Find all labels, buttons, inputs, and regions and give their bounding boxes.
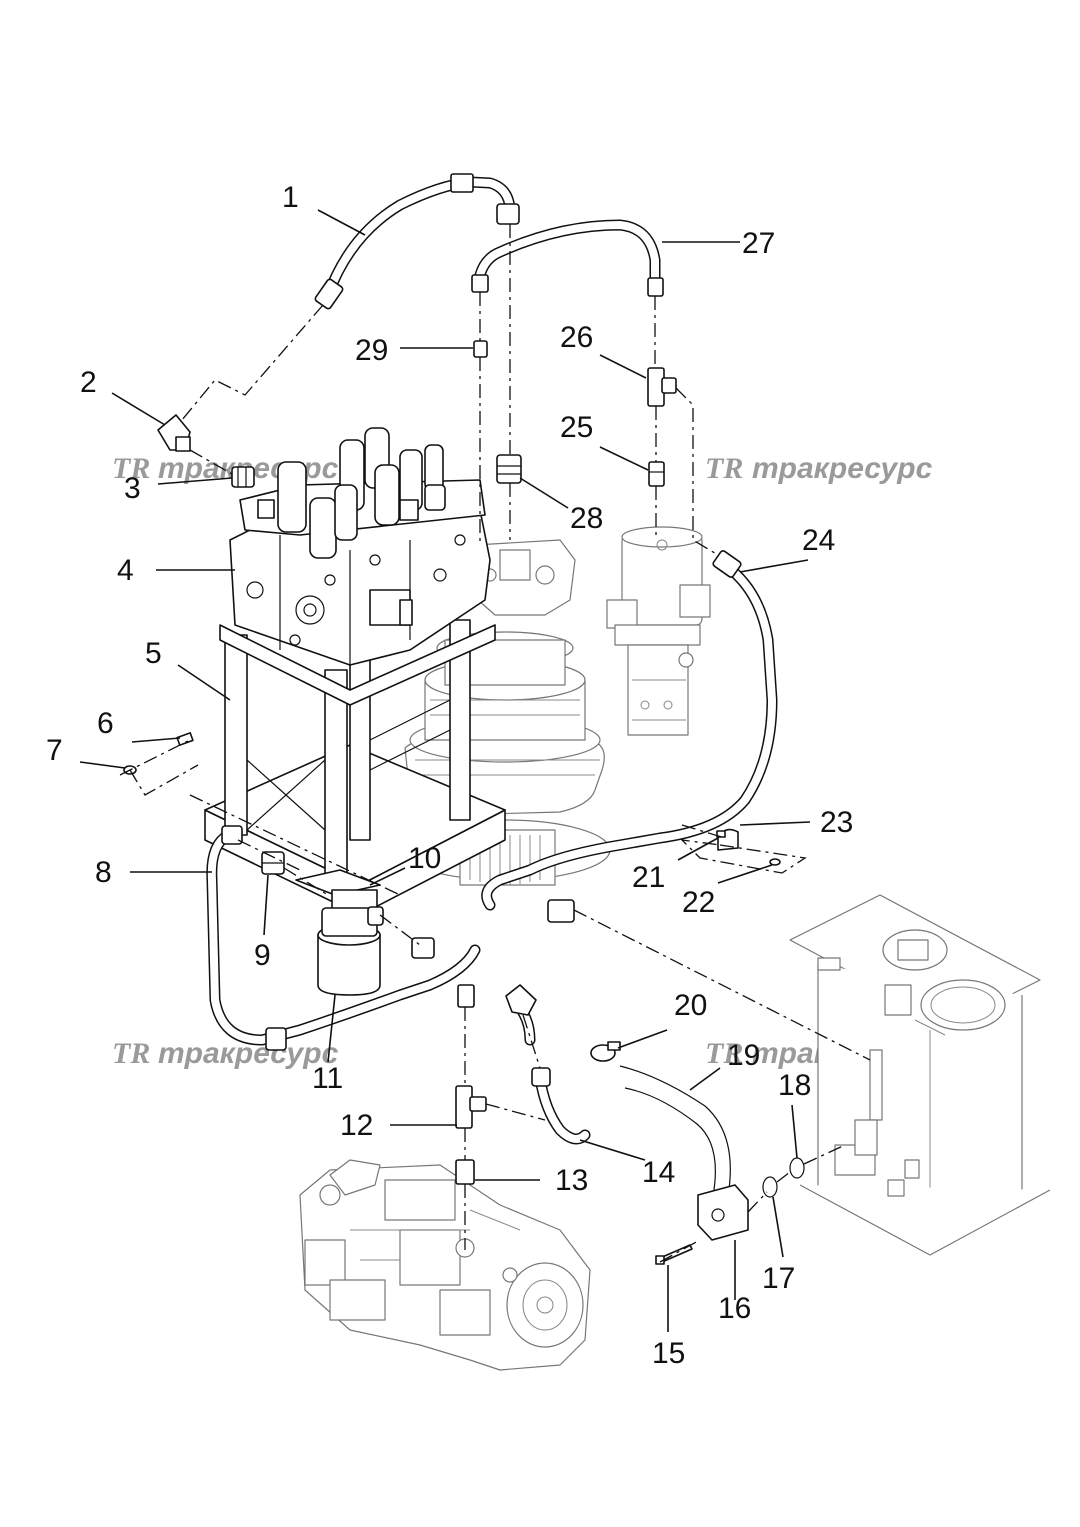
callout-16: 16 [718,1292,751,1325]
callout-17: 17 [762,1262,795,1295]
flange-16 [697,1184,749,1241]
o-ring-18 [789,1157,805,1179]
tee-26 [647,367,677,407]
tee-12 [455,1085,487,1129]
adapter-25 [648,461,665,487]
callout-6: 6 [97,707,114,740]
bolt-6 [176,732,194,746]
watermark-logo: TR [705,1037,743,1070]
callout-21: 21 [632,861,665,894]
callout-28: 28 [570,502,603,535]
watermark-logo: TR [705,452,743,485]
watermark-logo: TR [112,1037,150,1070]
hose-1 [314,173,520,310]
callout-leaders [79,209,811,1332]
callout-14: 14 [642,1156,675,1189]
callout-18: 18 [778,1069,811,1102]
callout-5: 5 [145,637,162,670]
main-pump-ghost [299,1159,591,1371]
watermark-top-right: TR тракресурс [705,452,933,485]
watermark-logo: TR [112,452,150,485]
callout-3: 3 [124,472,141,505]
callout-13: 13 [555,1164,588,1197]
control-valve-4 [229,427,491,666]
callout-11: 11 [312,1062,343,1095]
callout-4: 4 [117,554,134,587]
adapter-center [457,899,575,1008]
pipe-14 [505,984,591,1145]
callout-7: 7 [46,734,63,767]
washer-22 [769,858,781,866]
assembly-lines [119,224,871,1263]
callout-1: 1 [282,181,299,214]
bracket-5 [204,619,506,916]
callout-19: 19 [727,1039,760,1072]
callout-10: 10 [408,842,441,875]
adapter-13 [455,1159,475,1185]
callout-15: 15 [652,1337,685,1370]
adapter-28 [496,454,522,484]
adapter-9 [261,851,285,875]
hose-19 [618,1065,731,1202]
watermark-bottom-left: TR тракресурс [112,1037,339,1070]
callout-9: 9 [254,939,271,972]
callout-20: 20 [674,989,707,1022]
filter-11 [317,906,435,996]
adapter-29 [473,340,488,358]
o-ring-17 [762,1176,778,1198]
callout-22: 22 [682,886,715,919]
callout-25: 25 [560,411,593,444]
hose-27 [471,219,664,297]
hose-24 [481,550,778,911]
adapter-3 [231,466,255,488]
hydraulic-tank-ghost [789,894,1051,1256]
hose-8 [206,825,481,1051]
callout-8: 8 [95,856,112,889]
callout-labels: 1 2 3 4 5 6 7 8 9 10 11 12 13 14 15 16 1… [46,181,853,1370]
callout-24: 24 [802,524,835,557]
elbow-2 [157,414,191,452]
clamp-20 [590,1041,621,1062]
watermark-text: тракресурс [752,452,933,485]
callout-29: 29 [355,334,388,367]
callout-23: 23 [820,806,853,839]
callout-27: 27 [742,227,775,260]
callout-12: 12 [340,1109,373,1142]
callout-2: 2 [80,366,97,399]
callout-26: 26 [560,321,593,354]
swivel-joint-ghost [606,526,711,736]
